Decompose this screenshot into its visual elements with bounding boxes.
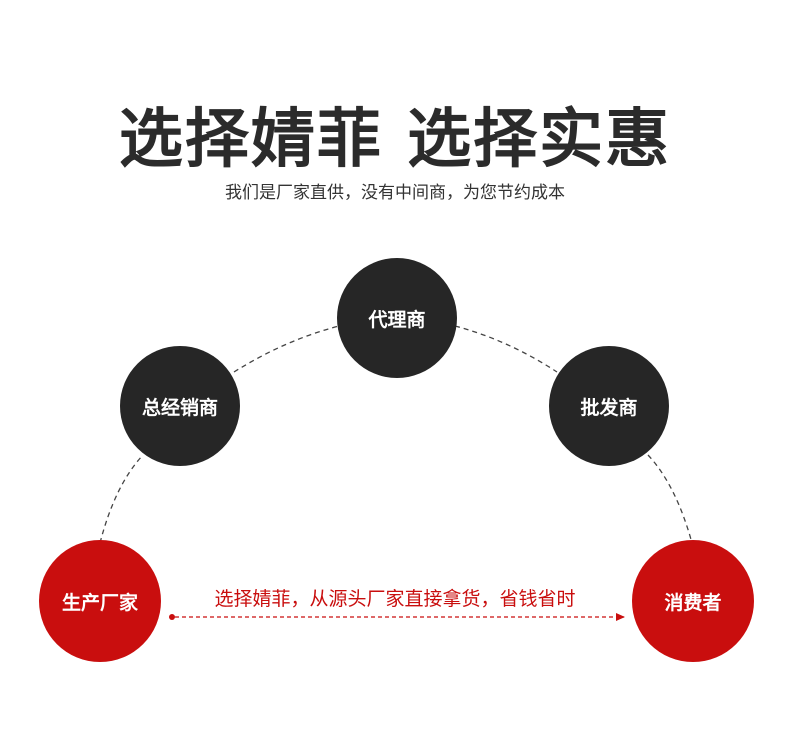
arc-agent-to-wholesaler — [454, 325, 558, 373]
node-wholesaler: 批发商 — [549, 346, 669, 466]
node-manufacturer-label: 生产厂家 — [61, 591, 138, 614]
node-manufacturer: 生产厂家 — [39, 540, 161, 662]
page-subtitle: 我们是厂家直供，没有中间商，为您节约成本 — [225, 183, 565, 203]
node-wholesaler-label: 批发商 — [580, 396, 638, 419]
node-general-distributor-label: 总经销商 — [141, 396, 218, 419]
node-agent-label: 代理商 — [368, 308, 426, 331]
direct-path-label: 选择婧菲，从源头厂家直接拿货，省钱省时 — [214, 588, 576, 610]
node-general-distributor: 总经销商 — [120, 346, 240, 466]
node-agent: 代理商 — [337, 258, 457, 378]
page-title: 选择婧菲 选择实惠 — [118, 103, 672, 177]
node-consumer-label: 消费者 — [664, 591, 722, 614]
arc-distributor-to-agent — [233, 325, 340, 373]
arc-wholesaler-to-consumer — [647, 454, 693, 544]
node-consumer: 消费者 — [632, 540, 754, 662]
direct-path-start-dot — [169, 614, 175, 620]
arc-manufacturer-to-distributor — [99, 454, 144, 544]
